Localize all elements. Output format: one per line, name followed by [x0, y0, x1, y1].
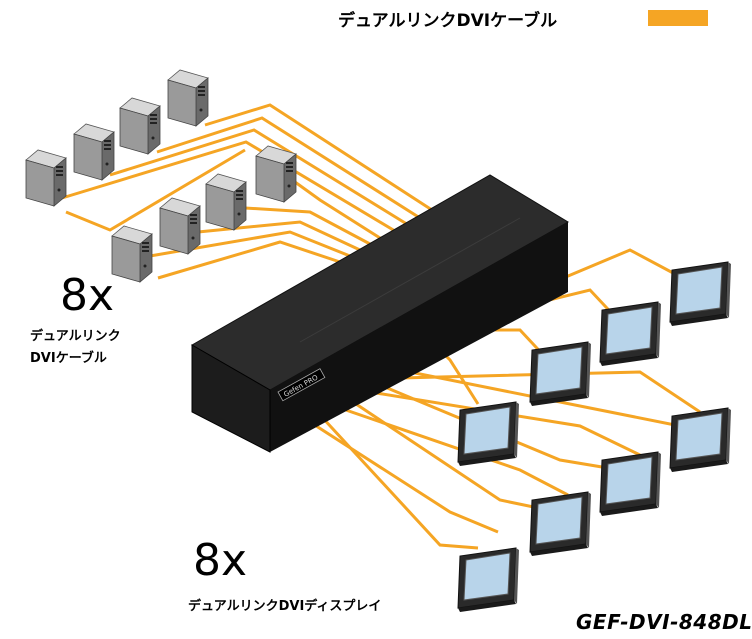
display-count: 8x: [193, 535, 248, 586]
computer-icon: [255, 145, 297, 203]
computer-icon: [73, 123, 115, 181]
legend-swatch: [648, 10, 708, 26]
source-caption-line1: デュアルリンク: [30, 329, 121, 344]
computer-icon: [119, 97, 161, 155]
monitor-icon: [599, 451, 662, 517]
monitor-icon: [529, 491, 592, 557]
legend-label: デュアルリンクDVIケーブル: [338, 11, 558, 31]
monitor-icon: [457, 401, 520, 467]
monitor-icon: [669, 261, 732, 327]
monitor-icon: [457, 547, 520, 613]
display-caption: デュアルリンクDVIディスプレイ: [188, 599, 382, 614]
computer-icon: [25, 149, 67, 207]
computer-icon: [205, 173, 247, 231]
model-number: GEF-DVI-848DL: [576, 610, 752, 634]
monitor-icon: [669, 407, 732, 473]
computer-icon: [111, 225, 153, 283]
computer-icon: [159, 197, 201, 255]
source-caption-line2: DVIケーブル: [30, 351, 107, 366]
monitor-icon: [529, 341, 592, 407]
monitor-icon: [599, 301, 662, 367]
source-count: 8x: [60, 270, 115, 321]
computer-icon: [167, 69, 209, 127]
source-cables: [61, 103, 433, 280]
matrix-switch: Gefen PRO: [190, 174, 569, 453]
source-caption: デュアルリンク DVIケーブル: [30, 326, 121, 370]
